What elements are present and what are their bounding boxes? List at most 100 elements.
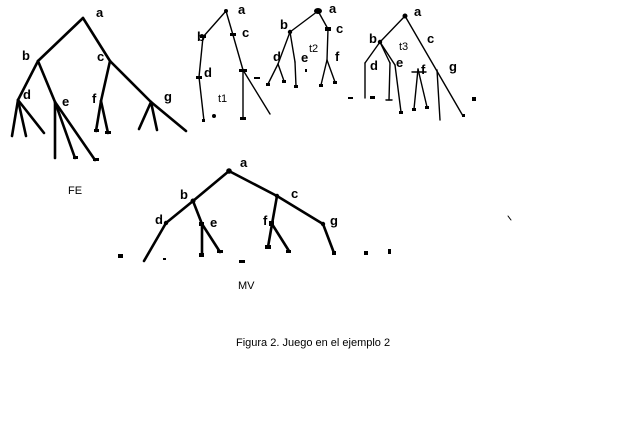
t2-edge-d-2 (277, 63, 285, 82)
t3-edge-a-b (379, 15, 406, 43)
fe-node-label-g: g (164, 89, 172, 104)
mv-node-f (269, 221, 274, 226)
t1-node-b (200, 35, 206, 38)
t2-edge-a-b (289, 10, 319, 33)
t3-edge-g-1 (436, 69, 441, 121)
tree-t1: a b c d t1 (196, 2, 271, 122)
t2-leaf-3 (294, 85, 298, 88)
t3-node-a (402, 13, 408, 19)
t3-leaf-1 (348, 97, 353, 99)
mv-edge-g-1 (321, 222, 336, 255)
tree-t2: a b c d e f t2 (266, 1, 343, 88)
fe-edge-e-2 (53, 100, 77, 160)
mv-edge-b-d (164, 199, 195, 225)
fe-edge-g-3 (149, 100, 188, 133)
fe-node-label-d: d (23, 87, 31, 102)
t3-edge-a-c (404, 15, 464, 117)
t1-leaf-1 (240, 117, 246, 120)
mv-tree-title: MV (238, 280, 255, 292)
t1-edge-b-d (198, 36, 204, 78)
fe-edge-b-e (36, 59, 57, 104)
t1-node-label-c: c (242, 25, 249, 40)
t1-edge-d-1 (198, 76, 205, 122)
t2-node-c (325, 27, 331, 31)
t2-node-b (287, 29, 293, 35)
figure-caption: Figura 2. Juego en el ejemplo 2 (236, 337, 390, 349)
mv-node-e (199, 222, 204, 226)
t3-leaf-3 (399, 111, 403, 114)
t3-node-b (377, 39, 383, 45)
t2-node-label-d: d (273, 49, 281, 64)
t3-leaf-6 (462, 114, 465, 117)
t2-edge-e-1 (294, 61, 297, 87)
mv-edge-f-2 (270, 222, 291, 253)
t2-leaf-1 (266, 83, 270, 86)
mv-edge-c-g (275, 194, 325, 226)
fe-edge-c-f (99, 59, 112, 103)
t3-node-label-c: c (427, 31, 434, 46)
tree-fe: a b c d e f g FE (10, 5, 188, 197)
mv-node-label-e: e (210, 215, 217, 230)
fe-tree-title: FE (68, 185, 82, 197)
fe-edge-f-2 (99, 99, 110, 135)
t1-node-a (224, 9, 228, 13)
fe-edge-a-b (36, 16, 85, 63)
t3-leaf-4 (412, 108, 416, 111)
t3-node-label-b: b (369, 31, 377, 46)
t1-node-label-d: d (204, 65, 212, 80)
t3-leaf-7 (472, 97, 476, 101)
t2-edge-d-1 (267, 63, 279, 85)
mv-edge-c-f (270, 194, 279, 226)
fe-node-label-f: f (92, 91, 97, 106)
t2-leaf-2 (282, 80, 286, 83)
t2-leaf-5 (319, 84, 323, 87)
t1-edge-a-b (202, 10, 227, 38)
mv-leaf-2 (163, 258, 166, 260)
t3-edge-b-d (364, 41, 381, 64)
mv-node-label-d: d (155, 212, 163, 227)
t3-node-label-g: g (449, 59, 457, 74)
mv-leaf-6 (265, 245, 271, 249)
fe-edge-b-d (16, 59, 40, 102)
t3-tree-title: t3 (399, 41, 408, 53)
t1-node-d (196, 76, 202, 79)
mv-leaf-5 (239, 260, 245, 263)
t1-node-c (230, 33, 236, 36)
mv-node-a (226, 168, 232, 174)
t2-leaf-4 (305, 69, 307, 72)
t3-node-label-a: a (414, 4, 422, 19)
t3-edge-x-1 (394, 64, 402, 113)
t1-leaf-2 (212, 114, 216, 118)
mv-node-g (320, 221, 326, 227)
t2-node-label-c: c (336, 21, 343, 36)
t1-node-label-a: a (238, 2, 246, 17)
t3-edge-f-2 (417, 68, 428, 108)
t3-edge-e-1 (388, 62, 391, 101)
fe-edge-c-g (108, 59, 153, 104)
mv-edge-a-c (227, 169, 279, 198)
fe-leaf-f2 (105, 131, 111, 134)
t2-edge-c-f (326, 28, 329, 61)
t3-node-label-e: e (396, 55, 403, 70)
fe-leaf-f1 (94, 129, 99, 132)
t1-tree-title: t1 (218, 93, 227, 105)
mv-edge-a-b (191, 169, 231, 203)
fe-edge-g-2 (149, 100, 159, 132)
mv-edge-d-1 (142, 221, 168, 263)
t2-node-label-e: e (301, 50, 308, 65)
fe-node-label-e: e (62, 94, 69, 109)
fe-edge-d-1 (10, 98, 20, 138)
mv-leaf-3 (199, 253, 204, 257)
t1-edge-x-2 (242, 69, 271, 115)
mv-edge-b-e (191, 199, 204, 226)
t3-edge-b-x (379, 41, 396, 66)
t2-node-a (314, 8, 322, 14)
fe-leaf-e2 (73, 156, 78, 159)
t3-leaf-2 (370, 96, 375, 99)
mv-node-label-a: a (240, 155, 248, 170)
fe-edge-d-3 (16, 98, 46, 135)
mv-leaf-10 (388, 249, 391, 254)
stray-mark (507, 215, 512, 221)
mv-leaf-8 (332, 251, 336, 255)
